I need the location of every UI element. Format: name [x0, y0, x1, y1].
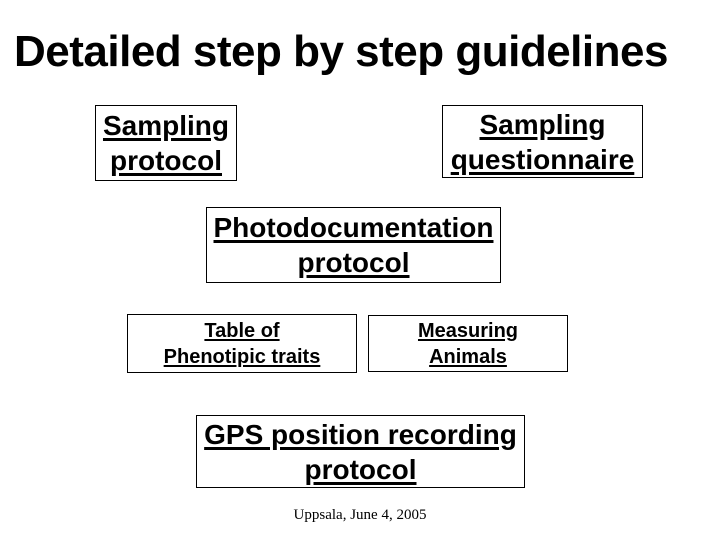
link-label-line: Sampling — [102, 110, 229, 141]
link-label-line: protocol — [304, 453, 417, 485]
link-box-photodocumentation-protocol[interactable]: Photodocumentation protocol — [206, 207, 501, 283]
link-label-line: protocol — [110, 145, 222, 176]
link-box-gps-position-recording-protocol[interactable]: GPS position recording protocol — [196, 415, 525, 488]
link-box-table-of-phenotipic-traits[interactable]: Table of Phenotipic traits — [127, 314, 357, 373]
link-label-line: Animals — [429, 345, 507, 368]
link-label-line: Sampling — [479, 108, 606, 140]
link-box-measuring-animals[interactable]: Measuring Animals — [368, 315, 568, 372]
link-label-line: GPS position recording — [204, 418, 517, 450]
footer-date: Uppsala, June 4, 2005 — [293, 507, 427, 523]
link-label-line: Table of — [204, 319, 280, 342]
link-label-line: Photodocumentation — [213, 212, 494, 243]
slide-title: Detailed step by step guidelines — [14, 27, 668, 76]
link-label-line: protocol — [297, 247, 410, 278]
link-label-line: Measuring — [417, 319, 519, 342]
link-box-sampling-protocol[interactable]: Sampling protocol — [95, 105, 237, 181]
link-box-sampling-questionnaire[interactable]: Sampling questionnaire — [442, 105, 643, 178]
link-label-line: questionnaire — [450, 143, 635, 175]
link-label-line: Phenotipic traits — [163, 345, 321, 368]
